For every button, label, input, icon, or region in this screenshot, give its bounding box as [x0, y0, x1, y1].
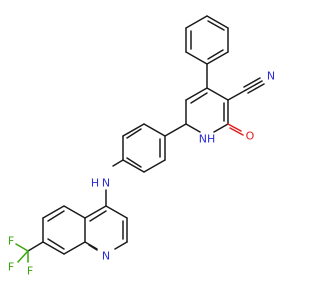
fluorine-2-label: F — [8, 261, 14, 274]
fluorine-3-label: F — [27, 265, 33, 278]
phenylene-ring — [122, 123, 166, 173]
carbonyl-group: O — [227, 123, 255, 143]
nitrile-group: N — [227, 70, 275, 101]
pyridone-ring — [185, 87, 229, 133]
trifluoromethyl-group: F F F — [8, 235, 44, 278]
quinoline-nitrogen-label: N — [102, 250, 110, 263]
amine-nitrogen-label: N — [102, 177, 110, 190]
nitrile-nitrogen-label: N — [267, 70, 275, 83]
amine-hydrogen-label: H — [91, 177, 99, 190]
pyridone-phenylene-bond — [164, 123, 187, 137]
fluorine-1-label: F — [8, 235, 14, 248]
phenyl-ring — [185, 15, 229, 65]
molecule-drawing: N O NH N H N — [8, 15, 275, 278]
pyridone-nh-label: NH — [199, 133, 216, 146]
quinoline-benzo-ring — [42, 205, 86, 255]
amine-linker: N H — [91, 159, 124, 207]
quinoline-pyridine-ring: N — [84, 205, 128, 263]
carbonyl-oxygen-label: O — [246, 130, 255, 143]
structure-diagram: N O NH N H N — [8, 15, 275, 278]
